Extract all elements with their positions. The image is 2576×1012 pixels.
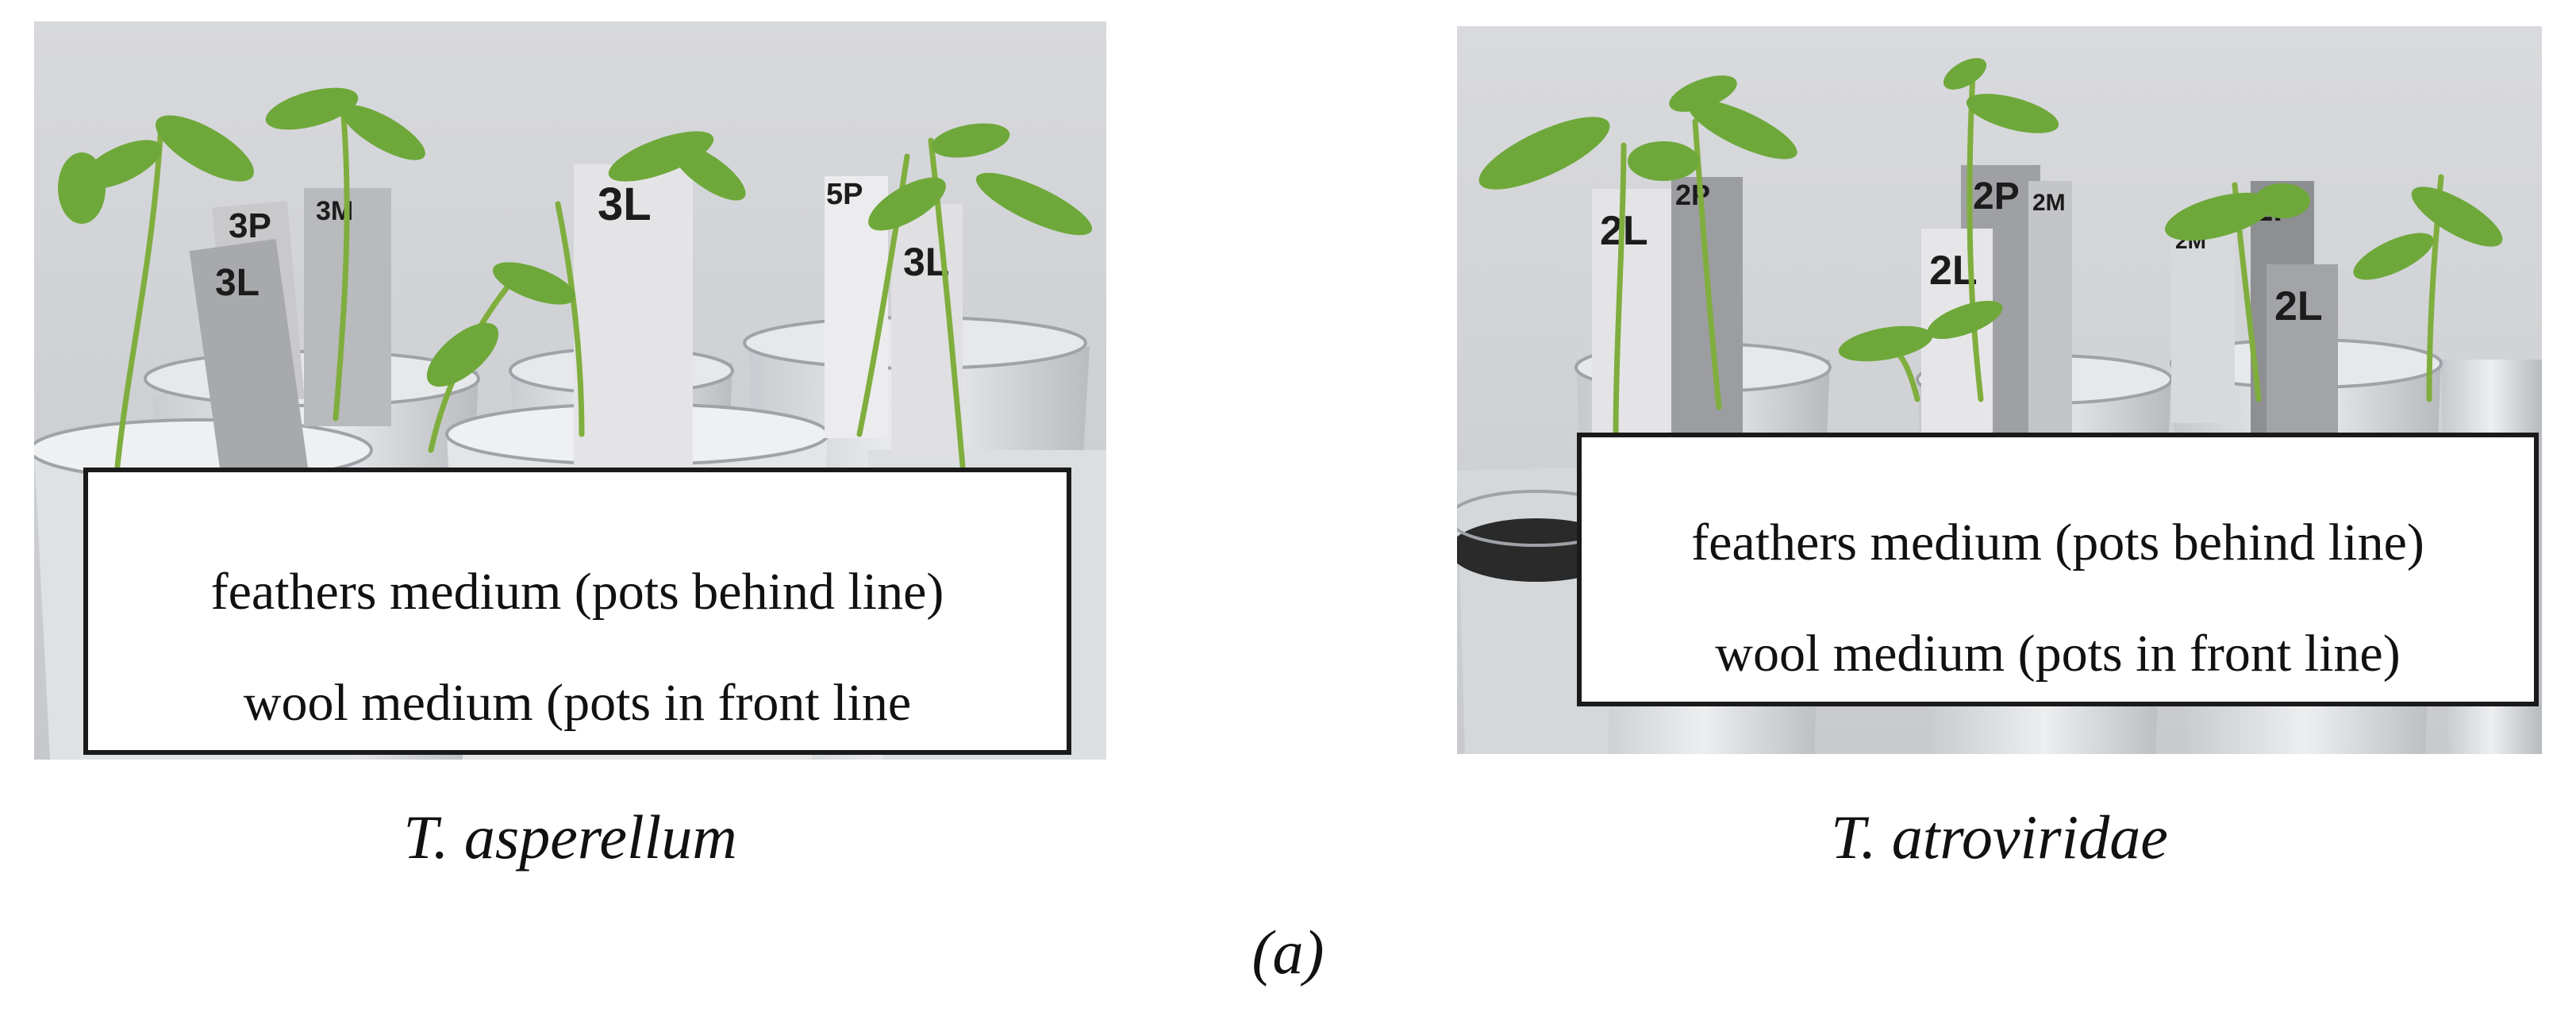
svg-text:2P: 2P <box>1973 175 2020 217</box>
legend-box: feathers medium (pots behind line) wool … <box>83 468 1071 755</box>
legend-wool-medium: wool medium (pots in front line <box>243 674 912 732</box>
caption-asperellum: T. asperellum <box>403 802 737 872</box>
figure-label: (a) <box>1251 918 1325 987</box>
legend-wool-medium: wool medium (pots in front line) <box>1715 625 2401 683</box>
svg-text:2P: 2P <box>1675 179 1710 211</box>
svg-text:3L: 3L <box>598 179 652 230</box>
legend-feathers-medium: feathers medium (pots behind line) <box>210 563 944 621</box>
seedling-leaves <box>58 87 1093 387</box>
legend-feathers-medium: feathers medium (pots behind line) <box>1691 514 2424 571</box>
svg-text:3L: 3L <box>215 262 260 304</box>
photo-panel-asperellum: 3P 3M 3L 3L 5P 3L <box>34 21 1106 760</box>
caption-atroviridae: T. atroviridae <box>1831 802 2168 872</box>
svg-text:2L: 2L <box>2274 283 2323 329</box>
svg-text:2M: 2M <box>2032 190 2066 216</box>
legend-box: feathers medium (pots behind line) wool … <box>1577 433 2539 706</box>
svg-text:3P: 3P <box>229 206 271 245</box>
svg-text:5P: 5P <box>826 178 863 211</box>
photo-panel-atroviridae: 2L 2P 2P 2M 2L 2M 2P 2L <box>1457 26 2542 754</box>
seedling-leaves <box>1478 58 2503 362</box>
